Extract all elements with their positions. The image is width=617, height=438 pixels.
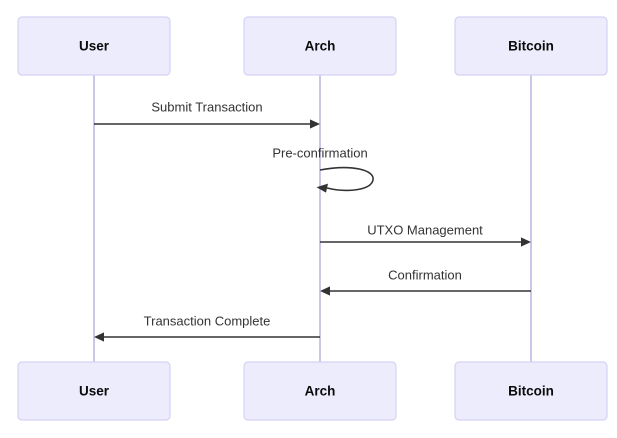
message-loop-pre-confirmation <box>319 166 374 192</box>
arrowhead-utxo-management <box>521 237 531 247</box>
participant-box-user-top[interactable]: User <box>17 16 171 76</box>
message-label-confirmation: Confirmation <box>388 267 462 282</box>
participant-box-user-bottom[interactable]: User <box>17 361 171 421</box>
participant-label-bitcoin-bottom: Bitcoin <box>508 384 554 399</box>
participants-bottom-group: User Arch Bitcoin <box>17 361 608 421</box>
participant-label-arch-bottom: Arch <box>305 384 336 399</box>
message-submit-transaction[interactable]: Submit Transaction <box>94 99 320 129</box>
participant-label-user-bottom: User <box>79 384 110 399</box>
participant-box-arch-top[interactable]: Arch <box>243 16 397 76</box>
participant-box-arch-bottom[interactable]: Arch <box>243 361 397 421</box>
participant-rect-arch-top <box>243 16 397 76</box>
message-transaction-complete[interactable]: Transaction Complete <box>94 313 320 342</box>
lifelines-group <box>93 75 532 362</box>
participant-box-bitcoin-bottom[interactable]: Bitcoin <box>454 361 608 421</box>
participant-box-bitcoin-top[interactable]: Bitcoin <box>454 16 608 76</box>
message-utxo-management[interactable]: UTXO Management <box>320 222 531 247</box>
participant-label-user-top: User <box>79 39 110 54</box>
participant-rect-bitcoin-bottom <box>454 361 608 421</box>
participant-rect-user-top <box>17 16 171 76</box>
arrowhead-submit-transaction <box>310 119 320 129</box>
arrowhead-transaction-complete <box>94 332 104 342</box>
message-label-utxo-management: UTXO Management <box>367 222 483 237</box>
participant-label-arch-top: Arch <box>305 39 336 54</box>
arrowhead-confirmation <box>320 286 330 296</box>
participant-rect-user-bottom <box>17 361 171 421</box>
message-label-pre-confirmation: Pre-confirmation <box>272 145 367 160</box>
message-label-transaction-complete: Transaction Complete <box>144 313 271 328</box>
message-pre-confirmation[interactable]: Pre-confirmation <box>272 145 374 193</box>
message-label-submit-transaction: Submit Transaction <box>151 99 262 114</box>
participants-top-group: User Arch Bitcoin <box>17 16 608 76</box>
participant-rect-bitcoin-top <box>454 16 608 76</box>
arrowhead-pre-confirmation <box>316 183 328 193</box>
participant-rect-arch-bottom <box>243 361 397 421</box>
message-confirmation[interactable]: Confirmation <box>320 267 531 296</box>
participant-label-bitcoin-top: Bitcoin <box>508 39 554 54</box>
